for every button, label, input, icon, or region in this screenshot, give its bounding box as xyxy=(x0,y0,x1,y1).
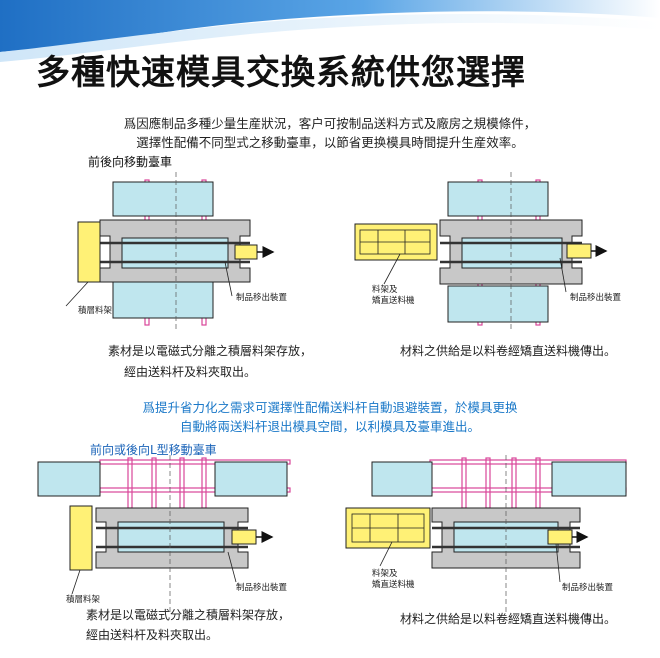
d3-label-outlet: 制品移出裝置 xyxy=(236,582,288,593)
d3-label-storage: 積層料架 xyxy=(66,594,101,605)
feed-rod-note: 爲提升省力化之需求可選擇性配備送料杆自動退避裝置，於模具更换 自動將兩送料杆退出… xyxy=(0,398,660,436)
diagram-l-type-coil xyxy=(345,455,627,612)
d4-label-outlet: 制品移出裝置 xyxy=(562,582,614,593)
d4-label-rack-2: 矯直送料機 xyxy=(372,579,415,590)
d1-label-storage: 積層料架 xyxy=(78,305,113,316)
s1-left-caption-2: 經由送料杆及料夾取出。 xyxy=(124,365,257,379)
d2-label-rack-1: 料架及 xyxy=(372,284,398,295)
s2-left-caption-1: 素材是以電磁式分離之積層料架存放， xyxy=(86,608,291,622)
header-banner xyxy=(0,0,660,62)
intro-line-2: 選擇性配備不同型式之移動臺車，以節省更换模具時間提升生産效率。 xyxy=(136,135,524,150)
s1-right-caption: 材料之供給是以料卷經矯直送料機傳出。 xyxy=(400,344,617,358)
section1-heading: 前後向移動臺車 xyxy=(88,155,173,169)
section2-heading: 前向或後向L型移動臺車 xyxy=(90,443,217,457)
intro-text: 爲因應制品多種少量生産狀況，客户可按制品送料方式及廠房之規模條件， 選擇性配備不… xyxy=(0,114,660,152)
intro-line-1: 爲因應制品多種少量生産狀況，客户可按制品送料方式及廠房之規模條件， xyxy=(123,116,537,131)
note-line-2: 自動將兩送料杆退出模具空間，以利模具及臺車進出。 xyxy=(179,419,480,434)
diagram-front-back-coil xyxy=(354,172,608,330)
s2-right-caption: 材料之供給是以料卷經矯直送料機傳出。 xyxy=(400,612,617,626)
note-line-1: 爲提升省力化之需求可選擇性配備送料杆自動退避裝置，於模具更换 xyxy=(142,400,518,415)
s2-left-caption-2: 經由送料杆及料夾取出。 xyxy=(86,628,219,642)
d4-label-rack-1: 料架及 xyxy=(372,568,398,579)
diagram-front-back-storage xyxy=(65,172,275,330)
diagram-l-type-storage xyxy=(37,455,291,612)
page-title: 多種快速模具交換系統供您選擇 xyxy=(36,53,526,93)
s1-left-caption-1: 素材是以電磁式分離之積層料架存放， xyxy=(108,344,313,358)
d2-label-rack-2: 矯直送料機 xyxy=(372,295,415,306)
d1-label-outlet: 制品移出裝置 xyxy=(236,292,288,303)
d2-label-outlet: 制品移出裝置 xyxy=(570,292,622,303)
